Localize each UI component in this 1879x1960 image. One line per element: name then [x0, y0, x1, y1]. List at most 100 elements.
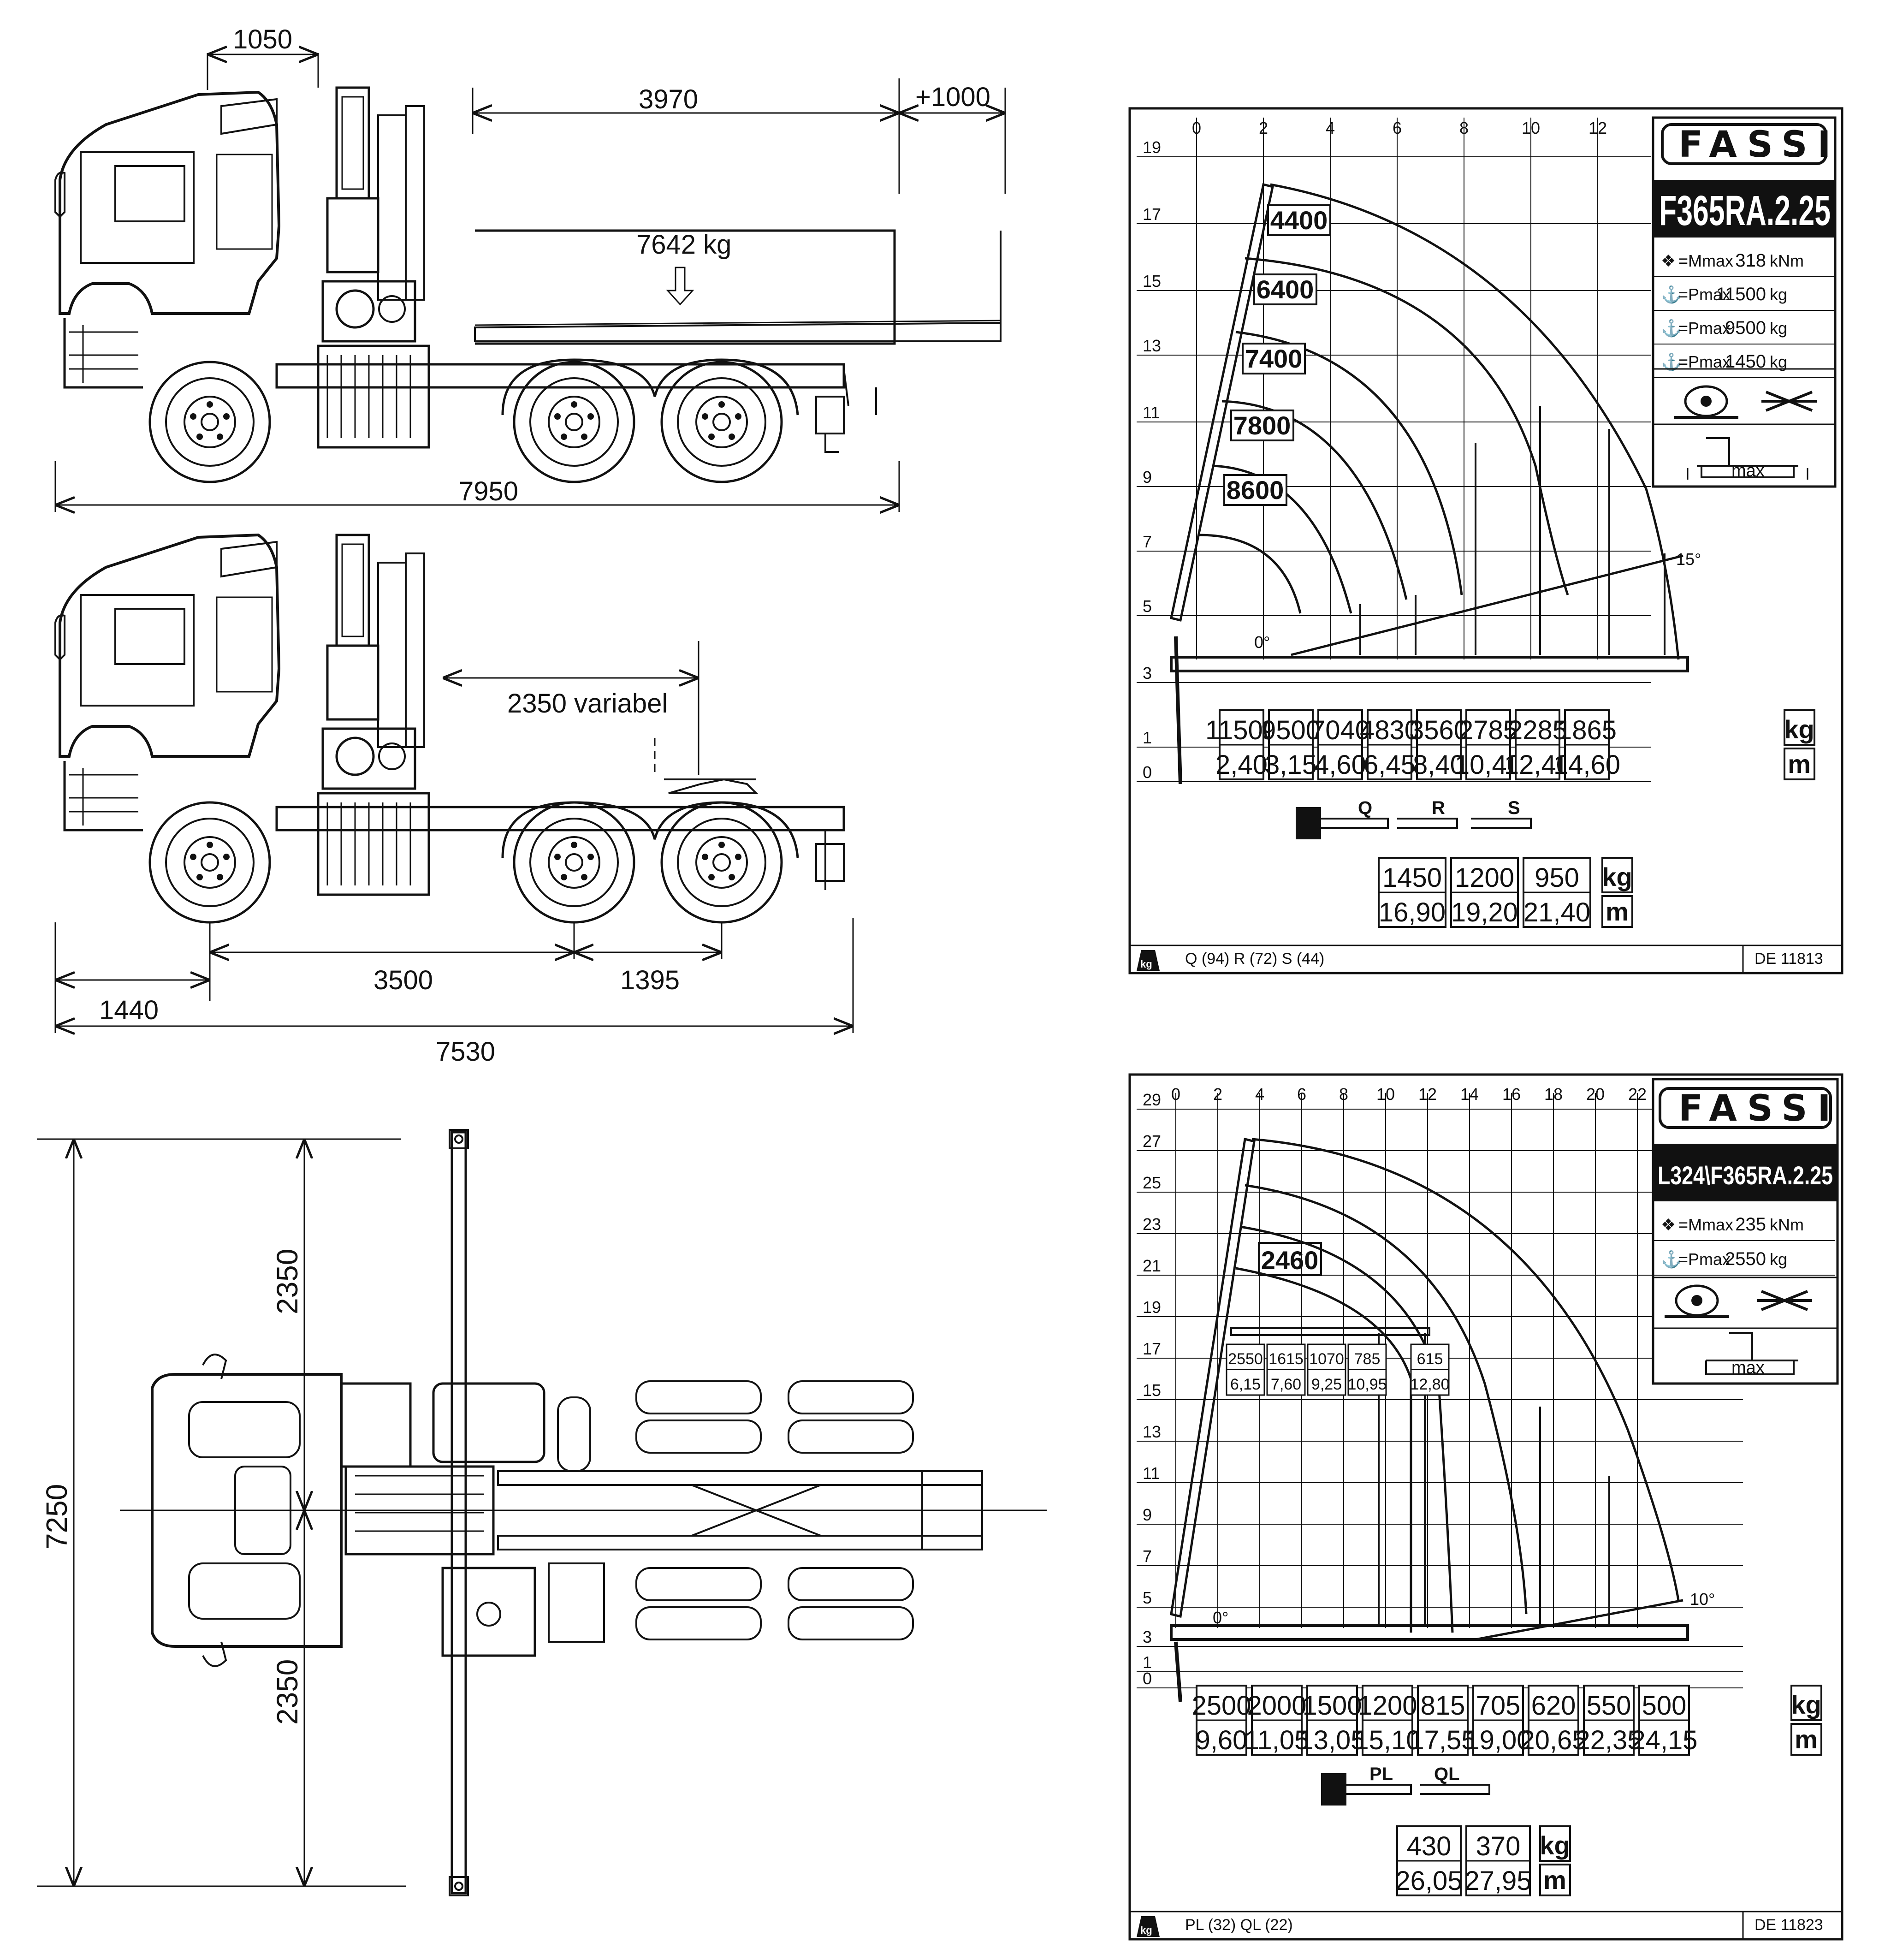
chart1-angle-15: 15°	[1676, 550, 1701, 569]
x-tick-label: 20	[1586, 1085, 1605, 1104]
x-tick-label: 2	[1259, 119, 1268, 137]
chart1-winch-icon	[1674, 385, 1738, 419]
capacity-kg: 1865	[1557, 715, 1617, 745]
spec-value: 11500	[1716, 284, 1766, 304]
side-view-tractor: 2350 variabel 3500 1395 1440 7530	[55, 535, 854, 1067]
spec-symbol-icon: ⚓	[1661, 319, 1682, 338]
jib-m: 21,40	[1523, 897, 1590, 927]
capacity-kg: 2000	[1247, 1691, 1306, 1721]
y-tick-label: 0	[1143, 1669, 1152, 1688]
chart1-brand-logo: FASSI	[1678, 124, 1841, 166]
capacity-kg: 500	[1642, 1691, 1687, 1721]
x-tick-label: 22	[1628, 1085, 1647, 1104]
inner-kg: 785	[1354, 1350, 1381, 1368]
x-tick-label: 12	[1418, 1085, 1437, 1104]
jib-unit-kg: kg	[1602, 862, 1632, 891]
boom-load-value: 8600	[1227, 475, 1284, 505]
x-tick-label: 4	[1255, 1085, 1264, 1104]
chart2-angle-10: 10°	[1690, 1590, 1715, 1609]
spec-value: 9500	[1725, 318, 1766, 338]
capacity-m: 2,40	[1215, 750, 1268, 780]
boom-load-box	[1230, 410, 1294, 441]
x-tick-label: 10	[1522, 119, 1540, 137]
x-tick-label: 8	[1339, 1085, 1348, 1104]
chart2-outrigger-icon: max	[1705, 1332, 1798, 1378]
x-tick-label: 8	[1459, 119, 1469, 137]
capacity-kg: 3560	[1409, 715, 1469, 745]
rear-wheel-1a	[514, 362, 634, 482]
capacity-m: 4,60	[1314, 750, 1366, 780]
chart1-model: F365RA.2.25	[1659, 187, 1831, 234]
jib-m: 26,05	[1395, 1866, 1462, 1896]
y-tick-label: 19	[1143, 1298, 1161, 1317]
y-tick-label: 1	[1143, 728, 1152, 747]
spec-unit: kg	[1770, 319, 1787, 338]
y-tick-label: 19	[1143, 138, 1161, 157]
spec-label: =Pmax	[1678, 319, 1731, 338]
chart1-max-label: max	[1731, 461, 1765, 481]
dim-total-span: 7250	[40, 1484, 73, 1550]
spec-label: =Pmax	[1678, 285, 1731, 304]
chart1-angle-0: 0°	[1254, 633, 1270, 652]
y-tick-label: 11	[1143, 403, 1160, 422]
rear-tyres-top	[635, 1380, 914, 1640]
spec-value: 2550	[1725, 1249, 1766, 1269]
front-wheel-2	[150, 802, 270, 922]
unit-m: m	[1788, 749, 1811, 778]
chart1-capacity-table: 115002,4095003,1570404,6048306,4535608,4…	[1205, 709, 1815, 780]
spec-unit: kg	[1770, 1250, 1787, 1269]
capacity-m: 14,60	[1553, 750, 1620, 780]
jib-section-label: R	[1432, 798, 1445, 818]
chart1-footer-weights: Q (94) R (72) S (44)	[1185, 950, 1324, 968]
chart2-footer-weights: PL (32) QL (22)	[1185, 1916, 1293, 1934]
y-tick-label: 15	[1143, 272, 1161, 291]
y-tick-label: 13	[1143, 336, 1161, 355]
boom-load-value: 4400	[1270, 206, 1328, 235]
chart2-winch-icon	[1665, 1284, 1729, 1318]
dim-total-length-1: 7950	[459, 476, 518, 506]
rear-wheel-1b	[662, 362, 782, 482]
x-tick-label: 6	[1297, 1085, 1306, 1104]
capacity-kg: 2285	[1508, 715, 1567, 745]
jib-kg: 370	[1476, 1831, 1521, 1861]
chart2-jib-diagram	[1321, 1773, 1490, 1806]
y-tick-label: 5	[1143, 597, 1152, 616]
capacity-m: 10,40	[1455, 750, 1522, 780]
dim-total-length-2: 7530	[436, 1037, 495, 1067]
chart1-outrigger-icon: max	[1687, 437, 1808, 481]
y-tick-label: 11	[1143, 1464, 1160, 1483]
load-weight-label: 7642 kg	[636, 230, 731, 260]
inner-kg: 2550	[1228, 1350, 1263, 1368]
dim-outrigger-right: 2350	[271, 1659, 304, 1725]
spec-symbol-icon: ⚓	[1661, 352, 1682, 371]
spec-symbol-icon: ❖	[1661, 251, 1676, 270]
spec-label: =Pmax	[1678, 352, 1731, 371]
capacity-kg: 1500	[1302, 1691, 1362, 1721]
chart2-boom-load-value: 2460	[1261, 1246, 1319, 1275]
dim-cab-offset: 1050	[233, 24, 292, 54]
jib-m: 16,90	[1379, 897, 1446, 927]
capacity-kg: 11500	[1205, 715, 1278, 745]
side-view-loaded-truck: 1050 3970 +1000 7642 kg 7950	[55, 24, 1006, 512]
chart1-no-winch-icon	[1761, 391, 1817, 412]
y-tick-label: 9	[1143, 468, 1152, 487]
chart2-no-winch-icon	[1757, 1290, 1812, 1311]
capacity-kg: 7040	[1310, 715, 1370, 745]
spec-unit: kg	[1770, 285, 1787, 304]
x-tick-label: 2	[1213, 1085, 1222, 1104]
top-view-truck: 2350 2350 7250	[37, 1129, 1047, 1896]
unit-kg: kg	[1784, 715, 1814, 744]
y-tick-label: 17	[1143, 1339, 1161, 1358]
dim-tandem: 1395	[620, 965, 680, 995]
jib-m: 19,20	[1451, 897, 1518, 927]
y-tick-label: 5	[1143, 1588, 1152, 1607]
dim-wheelbase: 3500	[373, 965, 433, 995]
y-tick-label: 9	[1143, 1505, 1152, 1524]
capacity-m: 6,45	[1363, 750, 1416, 780]
